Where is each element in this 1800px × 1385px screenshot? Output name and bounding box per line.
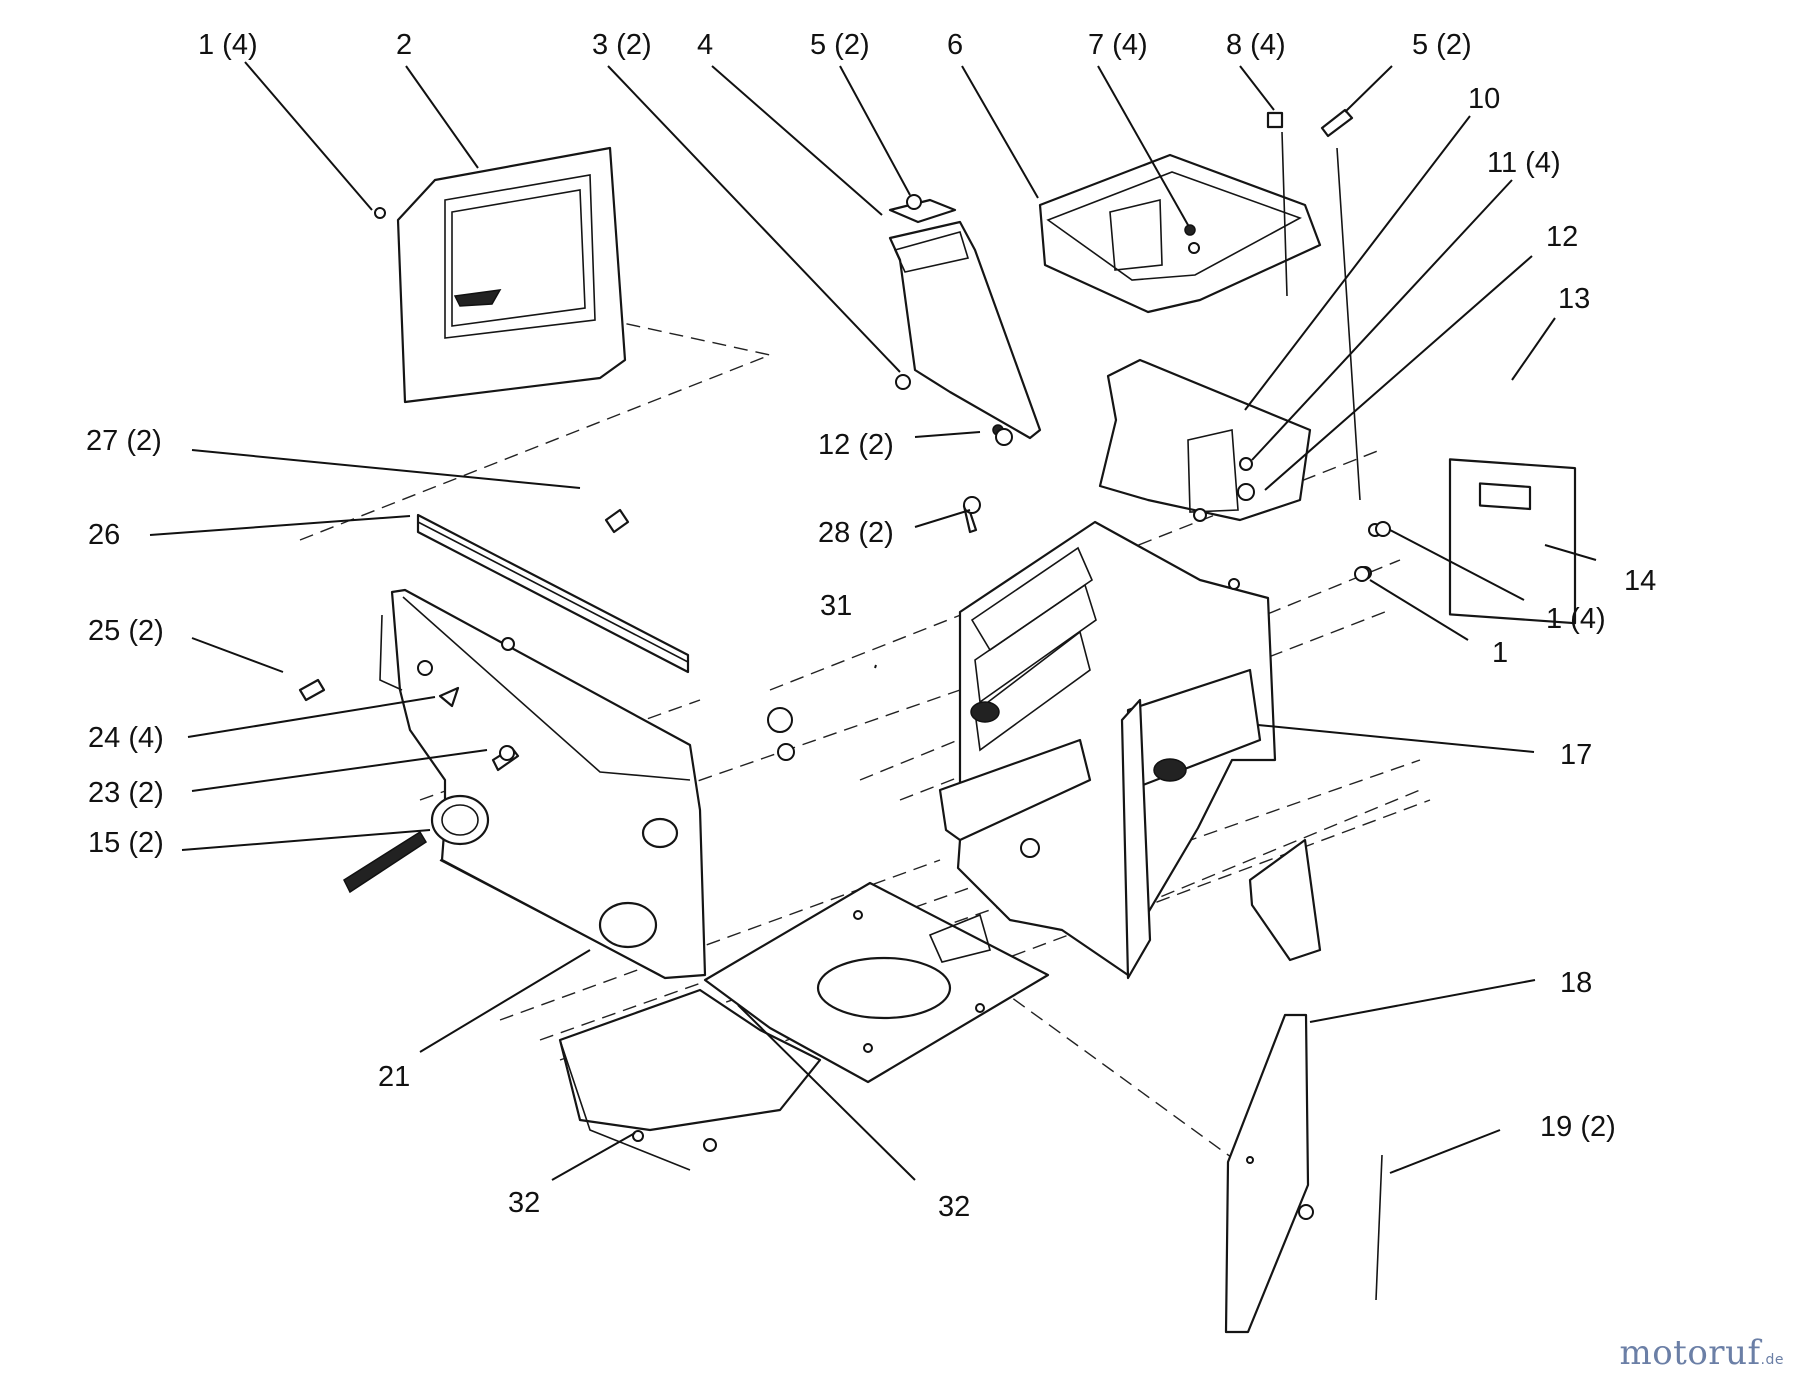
callout-label: 5 (2) [810,29,870,61]
part-28-head [963,496,981,514]
callout-label: 15 (2) [88,827,164,859]
watermark-suffix: .de [1760,1352,1784,1368]
part-27-clip [604,508,630,534]
watermark-brand: motoruf [1619,1333,1761,1373]
callout-label: 12 (2) [818,429,894,461]
callout-label: 1 (4) [1546,603,1606,635]
callout-label: 32 [508,1187,540,1219]
callout-label: 3 (2) [592,29,652,61]
mounting-plate [703,881,1050,1084]
callout-label: 26 [88,519,120,551]
callout-label: 7 (4) [1088,29,1148,61]
part-15-spring-shaft [343,794,490,894]
leader-lines [149,61,1597,1181]
hardware-knob-a [767,707,793,733]
part-1-screw-b [1354,566,1370,582]
part-18-side-strip [1224,1013,1314,1334]
callout-label: 27 (2) [86,425,162,457]
part-6-seat-support [1038,153,1322,314]
callout-label: 21 [378,1061,410,1093]
callout-label: 28 (2) [818,517,894,549]
callout-label: 12 [1546,221,1578,253]
callout-label: 19 (2) [1540,1111,1616,1143]
part-26-rail [402,513,691,781]
callout-label: 8 (4) [1226,29,1286,61]
part-19-trim [1375,1154,1383,1301]
callout-label: 32 [938,1191,970,1223]
callout-label: 4 [697,29,713,61]
callout-label: 31 [820,590,852,622]
callout-label: 25 (2) [88,615,164,647]
part-25-bolt [298,678,326,702]
part-10-lower-bracket [1098,358,1312,522]
callout-label: 2 [396,29,412,61]
callout-label: 1 [1492,637,1508,669]
callout-label: 11 (4) [1487,147,1561,179]
callout-label: 23 (2) [88,777,164,809]
part-14-decal [1478,482,1532,511]
part-17-console [956,520,1382,980]
callout-label: 1 (4) [198,29,258,61]
part-2-rear-panel [374,146,627,404]
part-8-nut [1266,111,1284,129]
callout-label: 10 [1468,83,1500,115]
part-1-screw-a [1375,521,1391,537]
part-5-bolt-right [1320,108,1354,138]
callout-label: 6 [947,29,963,61]
callout-label: 5 (2) [1412,29,1472,61]
site-watermark: motoruf.de [1619,1333,1784,1373]
part-13-decal [1448,458,1577,625]
callout-labels: 1 (4) 2 3 (2) 4 5 (2) 6 7 (4) 8 (4) 5 (2… [86,29,1656,1223]
part-21-side-panel [379,588,707,980]
callout-label: 24 (4) [88,722,164,754]
hardware-knob-b [777,743,795,761]
part-4-bracket [888,194,1042,440]
parts-drawing [298,108,1577,1334]
lower-frame [558,738,1322,1171]
part-23-head [499,745,515,761]
part-24-wing [438,686,460,708]
callout-label: 13 [1558,283,1590,315]
part-3-nut [995,428,1013,446]
callout-label: 17 [1560,739,1592,771]
callout-label: 18 [1560,967,1592,999]
callout-label: 14 [1624,565,1656,597]
assembly-lines-top [1281,131,1361,501]
